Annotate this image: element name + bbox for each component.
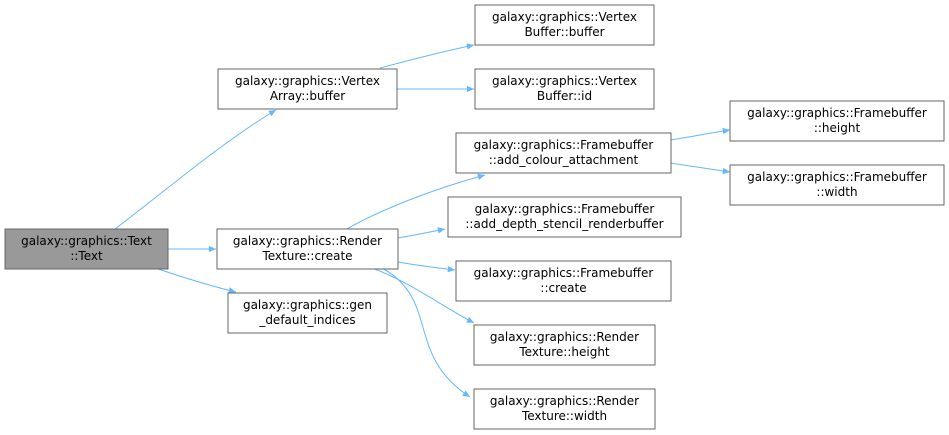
edge-render-texture-create-to-fb-add-depth [397, 227, 446, 239]
node-vertex-buffer-id[interactable]: galaxy::graphics::Vertex Buffer::id [474, 68, 655, 110]
node-label-line: Texture::create [261, 249, 352, 263]
node-framebuffer-height[interactable]: galaxy::graphics::Framebuffer ::height [729, 100, 945, 142]
edge-render-texture-create-to-fb-add-colour [344, 173, 486, 231]
node-label-line: ::height [814, 121, 861, 135]
edge-fb-add-colour-to-fb-width [669, 162, 731, 175]
node-label-line: ::create [540, 281, 586, 295]
node-label-line: Texture::height [518, 345, 610, 359]
edge-vertex-array-buffer-to-vertex-buffer-buffer [379, 43, 475, 69]
node-label-line: ::add_depth_stencil_renderbuffer [465, 217, 663, 231]
node-label-line: galaxy::graphics::Text [21, 234, 152, 248]
node-label-line: galaxy::graphics::Framebuffer [474, 138, 654, 152]
node-framebuffer-add-depth-stencil-renderbuffer[interactable]: galaxy::graphics::Framebuffer ::add_dept… [447, 196, 682, 238]
node-label-line: ::add_colour_attachment [489, 153, 639, 167]
node-label-line: _default_indices [258, 313, 355, 327]
edge-render-texture-create-to-rt-width [381, 267, 471, 398]
node-label-line: galaxy::graphics::Vertex [235, 74, 380, 88]
node-label-line: galaxy::graphics::Framebuffer [747, 106, 927, 120]
nodes: galaxy::graphics::Text ::Text galaxy::gr… [4, 4, 945, 430]
node-render-texture-width[interactable]: galaxy::graphics::Render Texture::width [473, 388, 656, 430]
edge-render-texture-create-to-fb-create [397, 261, 456, 273]
node-vertex-buffer-buffer[interactable]: galaxy::graphics::Vertex Buffer::buffer [474, 4, 655, 46]
node-render-texture-height[interactable]: galaxy::graphics::Render Texture::height [473, 324, 656, 366]
node-gen-default-indices[interactable]: galaxy::graphics::gen _default_indices [227, 292, 388, 334]
node-framebuffer-create[interactable]: galaxy::graphics::Framebuffer ::create [455, 260, 672, 302]
edge-text-to-gen-default-indices [154, 267, 237, 294]
node-label-line: galaxy::graphics::Render [490, 394, 639, 408]
node-label-line: galaxy::graphics::Framebuffer [475, 202, 655, 216]
edge-fb-add-colour-to-fb-height [669, 127, 731, 141]
node-label-line: galaxy::graphics::Render [490, 330, 639, 344]
node-label-line: galaxy::graphics::gen [243, 298, 372, 312]
node-label-line: galaxy::graphics::Vertex [492, 10, 637, 24]
edge-text-to-vertex-array-buffer [114, 109, 277, 230]
node-label-line: Texture::width [521, 409, 607, 423]
node-label-line: ::Text [70, 249, 103, 263]
edge-render-texture-create-to-rt-height [371, 267, 475, 324]
node-label-line: Buffer::buffer [524, 25, 604, 39]
node-text-text[interactable]: galaxy::graphics::Text ::Text [4, 228, 169, 270]
node-vertex-array-buffer[interactable]: galaxy::graphics::Vertex Array::buffer [217, 68, 398, 110]
node-label-line: Array::buffer [270, 89, 345, 103]
node-label-line: Buffer::id [537, 89, 592, 103]
node-framebuffer-width[interactable]: galaxy::graphics::Framebuffer ::width [729, 164, 945, 206]
node-framebuffer-add-colour-attachment[interactable]: galaxy::graphics::Framebuffer ::add_colo… [455, 132, 672, 174]
node-label-line: galaxy::graphics::Vertex [492, 74, 637, 88]
node-label-line: galaxy::graphics::Framebuffer [747, 170, 927, 184]
node-label-line: ::width [816, 185, 857, 199]
node-render-texture-create[interactable]: galaxy::graphics::Render Texture::create [216, 228, 399, 270]
node-label-line: galaxy::graphics::Framebuffer [474, 266, 654, 280]
node-label-line: galaxy::graphics::Render [233, 234, 382, 248]
edges [114, 43, 731, 398]
